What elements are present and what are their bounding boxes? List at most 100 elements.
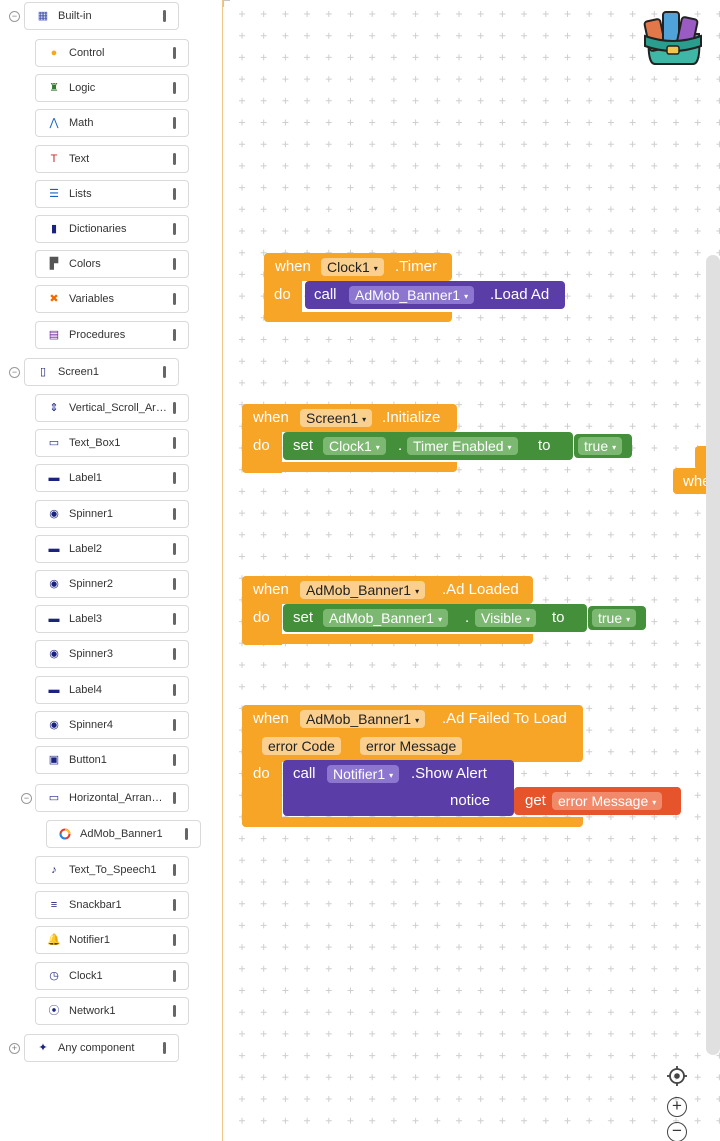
tree-item[interactable]: ◉Spinner4 xyxy=(35,710,189,739)
drag-handle-icon[interactable] xyxy=(173,258,176,271)
drag-handle-icon[interactable] xyxy=(173,542,176,555)
component-dropdown[interactable]: Screen1▾ xyxy=(300,409,373,427)
center-icon[interactable] xyxy=(666,1065,688,1087)
drag-handle-icon[interactable] xyxy=(163,10,166,22)
property-dropdown[interactable]: Visible▾ xyxy=(475,609,537,627)
drag-handle-icon[interactable] xyxy=(173,578,176,590)
drag-handle-icon[interactable] xyxy=(173,152,176,165)
drag-handle-icon[interactable] xyxy=(173,507,176,520)
tree-item[interactable]: ≡Snackbar1 xyxy=(35,891,189,920)
tree-item[interactable]: ▭Text_Box1 xyxy=(35,429,189,458)
drag-handle-icon[interactable] xyxy=(173,328,176,341)
tree-item[interactable]: ◉Spinner2 xyxy=(35,570,189,598)
tree-item[interactable]: ☰Lists xyxy=(35,179,189,208)
tree-item-builtin[interactable]: ▦ Built-in xyxy=(24,2,179,30)
boolean-dropdown[interactable]: true▾ xyxy=(592,609,637,627)
drag-handle-icon[interactable] xyxy=(173,472,176,485)
drag-handle-icon[interactable] xyxy=(173,648,176,661)
chevron-down-icon: ▾ xyxy=(464,292,469,301)
tree-item[interactable]: ♪Text_To_Speech1 xyxy=(35,856,189,884)
zoom-out-icon[interactable]: − xyxy=(667,1122,687,1141)
workspace-scrollbar[interactable] xyxy=(706,255,720,1055)
horizontal-collapse-toggle[interactable]: − xyxy=(21,793,32,804)
tree-item[interactable]: 🔔Notifier1 xyxy=(35,926,189,955)
tree-item-horizontal-arrangement[interactable]: ▭ Horizontal_Arrange... xyxy=(35,784,189,812)
drag-handle-icon[interactable] xyxy=(173,718,176,731)
event-parameter[interactable]: error Code xyxy=(262,737,341,755)
tree-item[interactable]: ▬Label4 xyxy=(35,675,189,704)
property-dropdown[interactable]: Timer Enabled▾ xyxy=(407,437,518,455)
tree-item[interactable]: ♜Logic xyxy=(35,74,189,103)
builtin-collapse-toggle[interactable]: − xyxy=(9,11,20,22)
drag-handle-icon[interactable] xyxy=(173,899,176,912)
variable-dropdown[interactable]: error Message▾ xyxy=(552,792,663,810)
call-label: call xyxy=(314,286,337,303)
drag-handle-icon[interactable] xyxy=(173,437,176,450)
chevron-down-icon: ▾ xyxy=(612,443,617,452)
phone-icon: ▯ xyxy=(39,366,47,378)
tree-item[interactable]: ●Control xyxy=(35,39,189,67)
button-icon: ▣ xyxy=(48,754,60,766)
dropdown-value: AdMob_Banner1 xyxy=(306,582,412,598)
component-dropdown[interactable]: Clock1▾ xyxy=(323,437,386,455)
tree-item[interactable]: ⦿Network1 xyxy=(35,996,189,1025)
drag-handle-icon[interactable] xyxy=(173,402,176,414)
drag-handle-icon[interactable] xyxy=(173,223,176,235)
blocks-workspace[interactable]: when Clock1▾ .Timer do call AdMob_Banner… xyxy=(223,0,720,1141)
drag-handle-icon[interactable] xyxy=(173,754,176,766)
drag-handle-icon[interactable] xyxy=(185,828,188,840)
call-label: call xyxy=(293,765,316,782)
drag-handle-icon[interactable] xyxy=(173,293,176,306)
component-dropdown[interactable]: Notifier1▾ xyxy=(327,765,400,783)
tree-item[interactable]: ◉Spinner3 xyxy=(35,640,189,669)
component-dropdown[interactable]: AdMob_Banner1▾ xyxy=(300,710,426,728)
sidebar-divider[interactable] xyxy=(222,0,223,1141)
drag-handle-icon[interactable] xyxy=(173,934,176,947)
tree-item-screen1[interactable]: ▯ Screen1 xyxy=(24,358,179,386)
tree-item[interactable]: ⋀Math xyxy=(35,109,189,138)
component-dropdown[interactable]: Clock1▾ xyxy=(321,258,384,276)
tree-item[interactable]: ◉Spinner1 xyxy=(35,499,189,528)
tree-item-admob-banner1[interactable]: AdMob_Banner1 xyxy=(46,820,201,848)
when-label: when xyxy=(253,409,289,426)
drag-handle-icon[interactable] xyxy=(163,366,166,378)
tree-item[interactable]: ▤Procedures xyxy=(35,320,189,349)
tree-item[interactable]: ▣Button1 xyxy=(35,746,189,774)
drag-handle-icon[interactable] xyxy=(173,613,176,626)
tree-item[interactable]: ◷Clock1 xyxy=(35,961,189,990)
drag-handle-icon[interactable] xyxy=(173,1004,176,1017)
drag-handle-icon[interactable] xyxy=(173,82,176,95)
tree-item[interactable]: ▛Colors xyxy=(35,250,189,279)
tree-item[interactable]: ▬Label2 xyxy=(35,534,189,563)
any-component-expand-toggle[interactable]: + xyxy=(9,1043,20,1054)
component-dropdown[interactable]: AdMob_Banner1▾ xyxy=(323,609,449,627)
to-label: to xyxy=(552,609,565,626)
backpack-icon[interactable] xyxy=(641,6,705,68)
drag-handle-icon[interactable] xyxy=(173,864,176,876)
tree-item[interactable]: ▬Label3 xyxy=(35,605,189,634)
tree-item[interactable]: ⇕Vertical_Scroll_Arra... xyxy=(35,394,189,422)
boolean-dropdown[interactable]: true▾ xyxy=(578,437,623,455)
screen1-collapse-toggle[interactable]: − xyxy=(9,367,20,378)
drag-handle-icon[interactable] xyxy=(173,47,176,59)
tree-item[interactable]: ▮Dictionaries xyxy=(35,215,189,243)
component-dropdown[interactable]: AdMob_Banner1▾ xyxy=(300,581,426,599)
tree-item[interactable]: ✖Variables xyxy=(35,285,189,314)
textbox-icon: ▭ xyxy=(48,437,60,450)
drag-handle-icon[interactable] xyxy=(163,1042,166,1054)
drag-handle-icon[interactable] xyxy=(173,792,176,804)
drag-handle-icon[interactable] xyxy=(173,683,176,696)
chevron-down-icon: ▾ xyxy=(438,615,443,624)
component-dropdown[interactable]: AdMob_Banner1▾ xyxy=(349,286,475,304)
event-parameter[interactable]: error Message xyxy=(360,737,463,755)
drag-handle-icon[interactable] xyxy=(173,117,176,130)
chevron-down-icon: ▾ xyxy=(626,615,631,624)
drag-handle-icon[interactable] xyxy=(173,187,176,200)
set-label: set xyxy=(293,609,314,626)
drag-handle-icon[interactable] xyxy=(173,969,176,982)
zoom-in-icon[interactable]: + xyxy=(667,1097,687,1117)
tree-item[interactable]: ▬Label1 xyxy=(35,464,189,493)
tree-item-any-component[interactable]: ✦ Any component xyxy=(24,1034,179,1062)
tree-item-label: Math xyxy=(69,117,94,130)
